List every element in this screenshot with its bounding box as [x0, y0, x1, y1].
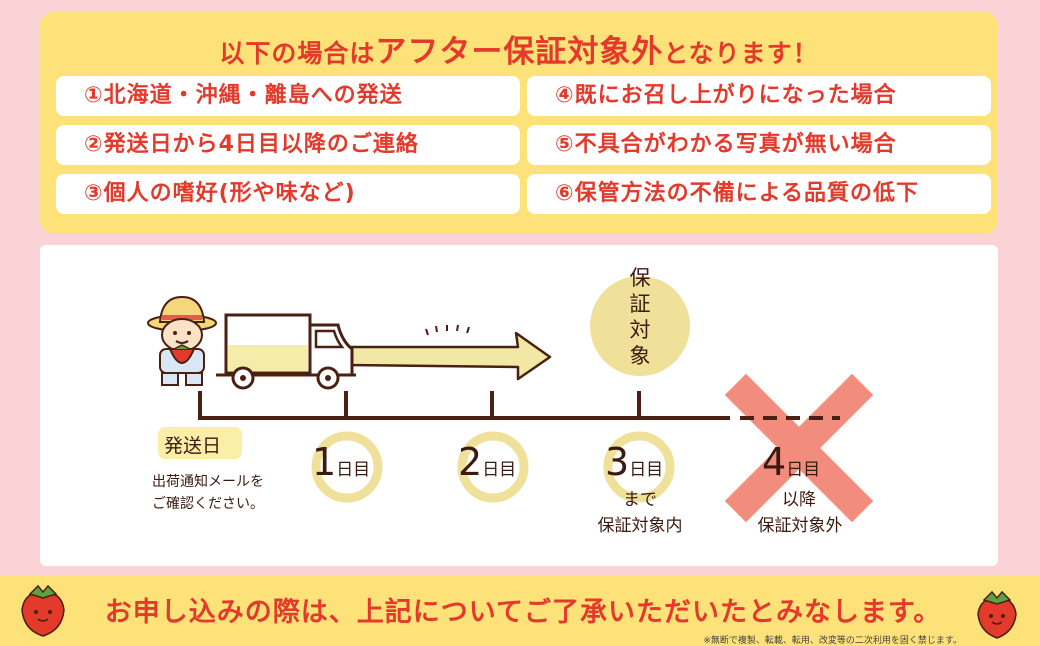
- condition-item: ①北海道・沖縄・離島への発送: [56, 76, 520, 116]
- coverage-badge: 保 証 対 象: [625, 265, 655, 369]
- notice-prefix: 以下の場合は: [219, 39, 376, 68]
- ship-note: ご確認ください。: [152, 496, 264, 512]
- day-number: 3: [605, 440, 630, 484]
- day-3-circle: [603, 431, 675, 503]
- day-suffix: 日目: [336, 460, 371, 480]
- day-3-caption: 保証対象内: [597, 516, 683, 536]
- footer-note: ※無断で複製、転載、転用、改変等の二次利用を固く禁じます。: [703, 636, 962, 646]
- day-suffix: 日目: [482, 460, 517, 480]
- condition-item: ③個人の嗜好(形や味など): [56, 174, 520, 214]
- arrow-right-icon: [343, 324, 552, 381]
- day-1-label: 1日目: [312, 440, 370, 484]
- ship-day-highlight: [158, 427, 242, 459]
- ship-note: 出荷通知メールを: [152, 474, 264, 490]
- day-number: 1: [312, 440, 337, 484]
- condition-item: ⑥保管方法の不備による品質の低下: [527, 174, 991, 214]
- notice-headline: 以下の場合はアフター保証対象外となります！: [40, 26, 998, 71]
- farmer-icon: [147, 295, 217, 386]
- timeline-graphics: [147, 276, 874, 523]
- footer-message: お申し込みの際は、上記についてご了承いただいたとみなします。: [104, 597, 942, 628]
- condition-item: ②発送日から4日目以降のご連絡: [56, 125, 520, 165]
- footer-bar: お申し込みの際は、上記についてご了承いただいたとみなします。 ※無断で複製、転載…: [0, 576, 1040, 646]
- ship-day-label: 発送日: [164, 435, 222, 457]
- day-number: 2: [458, 440, 483, 484]
- day-suffix: 日目: [629, 460, 664, 480]
- condition-item: ④既にお召し上がりになった場合: [527, 76, 991, 116]
- condition-item: ⑤不具合がわかる写真が無い場合: [527, 125, 991, 165]
- timeline-panel: 保 証 対 象 発送日 出荷通知メールを ご確認ください。 1日目 2日目 3日…: [40, 245, 998, 566]
- coverage-badge-circle: [590, 276, 690, 376]
- day-3-caption: まで: [623, 490, 657, 510]
- notice-panel: 以下の場合はアフター保証対象外となります！ ①北海道・沖縄・離島への発送 ②発送…: [40, 12, 998, 234]
- notice-emphasis: アフター保証対象外: [375, 34, 664, 70]
- truck-icon: [216, 313, 356, 390]
- coverage-badge-char: 証: [629, 292, 651, 316]
- day-3-label: 3日目: [605, 440, 663, 484]
- notice-suffix: となります！: [663, 39, 819, 68]
- coverage-badge-char: 保: [629, 266, 651, 290]
- day-2-label: 2日目: [458, 440, 516, 484]
- excluded-cross-icon: [724, 373, 874, 523]
- coverage-badge-char: 対: [629, 318, 651, 342]
- coverage-badge-char: 象: [629, 344, 651, 368]
- day-1-circle: [311, 431, 383, 503]
- strawberry-icon: [21, 584, 65, 637]
- day-suffix: 日目: [786, 460, 821, 480]
- day-4-label: 4日目: [762, 440, 820, 484]
- day-4-caption: 保証対象外: [757, 516, 843, 536]
- strawberry-icon: [977, 590, 1017, 639]
- day-number: 4: [762, 440, 787, 484]
- day-2-circle: [457, 431, 529, 503]
- day-4-caption: 以降: [782, 490, 816, 510]
